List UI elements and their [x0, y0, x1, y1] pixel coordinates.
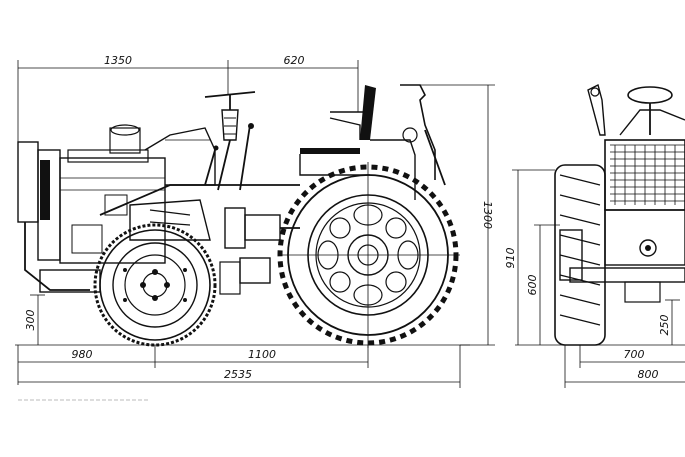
dim-620: 620: [228, 54, 359, 112]
radiator-grille: [604, 139, 685, 211]
dim-label-1350: 1350: [104, 54, 132, 67]
dim-label-620: 620: [284, 54, 305, 67]
front-view-body: [569, 209, 685, 303]
side-view: 1350 620 1300 300 980 1100: [15, 54, 495, 401]
dim-910: 910: [504, 169, 555, 345]
dim-label-600: 600: [526, 275, 539, 296]
dim-700: 700: [579, 345, 685, 368]
front-view-top: [587, 83, 685, 136]
rear-wheel: [277, 162, 460, 348]
dim-800: 800: [564, 345, 685, 388]
dim-label-1100: 1100: [248, 348, 276, 361]
dim-1300: 1300: [400, 84, 495, 346]
dim-label-910: 910: [504, 248, 517, 269]
front-view: 910 600 250 700 800: [504, 83, 685, 388]
dim-980-1100: 980 1100: [17, 345, 369, 385]
dim-600: 600: [526, 224, 560, 345]
dim-label-800: 800: [638, 368, 659, 381]
chassis-frame: [99, 184, 300, 295]
dim-label-980: 980: [72, 348, 93, 361]
dim-300: 300: [24, 294, 45, 345]
dim-label-300: 300: [24, 310, 37, 331]
front-view-tyre: [554, 164, 606, 346]
dim-label-250: 250: [658, 315, 671, 336]
rear-hitch: [370, 84, 446, 200]
dim-label-1300: 1300: [481, 201, 494, 229]
front-wheel: [93, 223, 217, 347]
dim-250: 250: [658, 299, 680, 345]
engine-block: [17, 124, 166, 293]
dim-1350: 1350: [17, 54, 229, 142]
dim-2535: 2535: [18, 345, 461, 388]
dim-label-2535: 2535: [224, 368, 252, 381]
steering-column: [204, 91, 256, 191]
seat: [299, 85, 376, 176]
dim-label-700: 700: [624, 348, 645, 361]
